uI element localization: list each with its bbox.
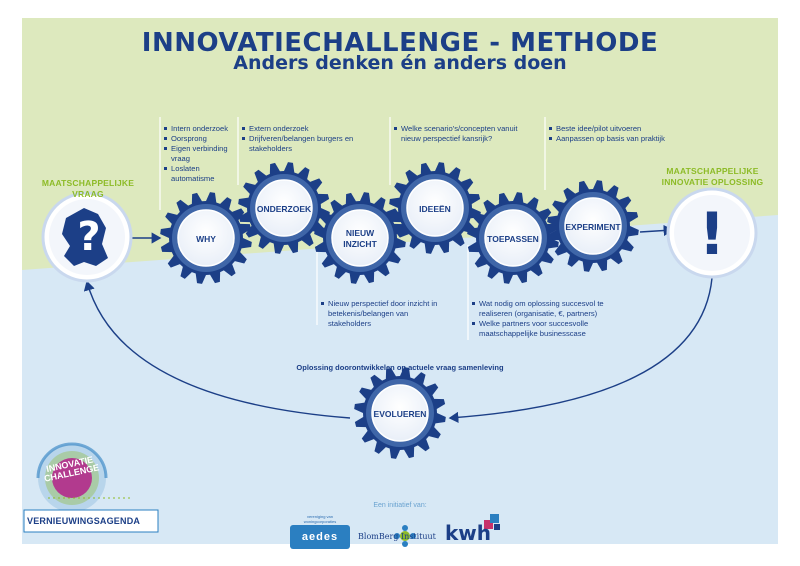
gear-label-why: WHY [196, 234, 216, 244]
gear-face [406, 179, 464, 237]
netherlands-map-icon [62, 208, 108, 266]
gear-face [484, 209, 542, 267]
gear-label-evolueren: EVOLUEREN [373, 409, 427, 419]
arrow-to-question [83, 280, 351, 419]
notes-toepassen: Wat nodig om oplossing succesvol te real… [472, 299, 632, 339]
note-item: Extern onderzoek [242, 124, 362, 134]
kwh-logo-icon [484, 514, 500, 530]
aedes-tagline: vereniging van woningcorporaties [303, 514, 337, 524]
note-item: Intern onderzoek [164, 124, 236, 134]
blomberg-flower-icon [394, 525, 416, 547]
question-mark-icon: ? [77, 214, 100, 260]
gear-face [177, 209, 235, 267]
maatschappelijke-vraag-label: MAATSCHAPPELIJKE VRAAG [41, 178, 135, 199]
note-item: Eigen verbinding vraag [164, 144, 236, 164]
gear-label-experiment: EXPERIMENT [565, 222, 621, 232]
gear-label-toepassen: TOEPASSEN [487, 234, 539, 244]
aedes-wordmark: aedes [290, 525, 350, 549]
logo-agenda-text: VERNIEUWINGSAGENDA [27, 516, 141, 526]
page-title: INNOVATIECHALLENGE - METHODE [141, 28, 659, 58]
note-item: Welke partners voor succesvolle maatscha… [472, 319, 632, 339]
note-item: Drijfveren/belangen burgers en stakehold… [242, 134, 362, 154]
notes-why: Intern onderzoek Oorsprong Eigen verbind… [164, 124, 236, 184]
note-item: Aanpassen op basis van praktijk [549, 134, 699, 144]
note-item: Beste idee/pilot uitvoeren [549, 124, 699, 134]
gear-why [160, 192, 252, 284]
gear-face [255, 179, 313, 237]
gear-face [371, 384, 429, 442]
gear-nieuw-inzicht [314, 192, 406, 284]
gear-ideeen [389, 162, 481, 254]
gear-face [331, 209, 389, 267]
gear-layer [160, 162, 639, 459]
gear-label-ideeen: IDEEËN [419, 204, 451, 214]
innovatie-challenge-logo [23, 442, 159, 533]
exclamation-icon: ! [699, 200, 725, 268]
gear-label-nieuw-inzicht: NIEUW INZICHT [343, 228, 377, 249]
gear-face [564, 197, 622, 255]
note-item: Welke scenario's/concepten vanuit nieuw … [394, 124, 534, 144]
blomberg-wordmark: BlomBerg Instituut [358, 532, 436, 541]
exclamation-circle: ! [666, 187, 758, 279]
gear-toepassen [467, 192, 559, 284]
gear-experiment [547, 180, 639, 272]
callout-lines [159, 117, 546, 340]
gear-evolueren [354, 367, 446, 459]
gear-label-onderzoek: ONDERZOEK [256, 204, 312, 214]
gear-onderzoek [238, 162, 330, 254]
notes-nieuw-inzicht: Nieuw perspectief door inzicht in beteke… [321, 299, 449, 329]
note-item: Loslaten automatisme [164, 164, 236, 184]
loop-caption: Oplossing doorontwikkelen op actuele vra… [296, 363, 504, 372]
kwh-wordmark: kwh [445, 521, 492, 545]
note-item: Oorsprong [164, 134, 236, 144]
notes-ideeen: Welke scenario's/concepten vanuit nieuw … [394, 124, 534, 144]
question-circle: ? [41, 191, 133, 283]
aedes-logo: vereniging van woningcorporaties aedes [290, 514, 350, 550]
notes-onderzoek: Extern onderzoek Drijfveren/belangen bur… [242, 124, 362, 154]
note-item: Wat nodig om oplossing succesvol te real… [472, 299, 632, 319]
page-subtitle: Anders denken én anders doen [233, 52, 567, 74]
arrow-to-evolueren [448, 277, 713, 423]
note-item: Nieuw perspectief door inzicht in beteke… [321, 299, 449, 329]
initiative-caption: Een initiatief van: [373, 502, 427, 509]
innovatie-oplossing-label: MAATSCHAPPELIJKE INNOVATIE OPLOSSING [661, 166, 764, 187]
notes-experiment: Beste idee/pilot uitvoeren Aanpassen op … [549, 124, 699, 144]
